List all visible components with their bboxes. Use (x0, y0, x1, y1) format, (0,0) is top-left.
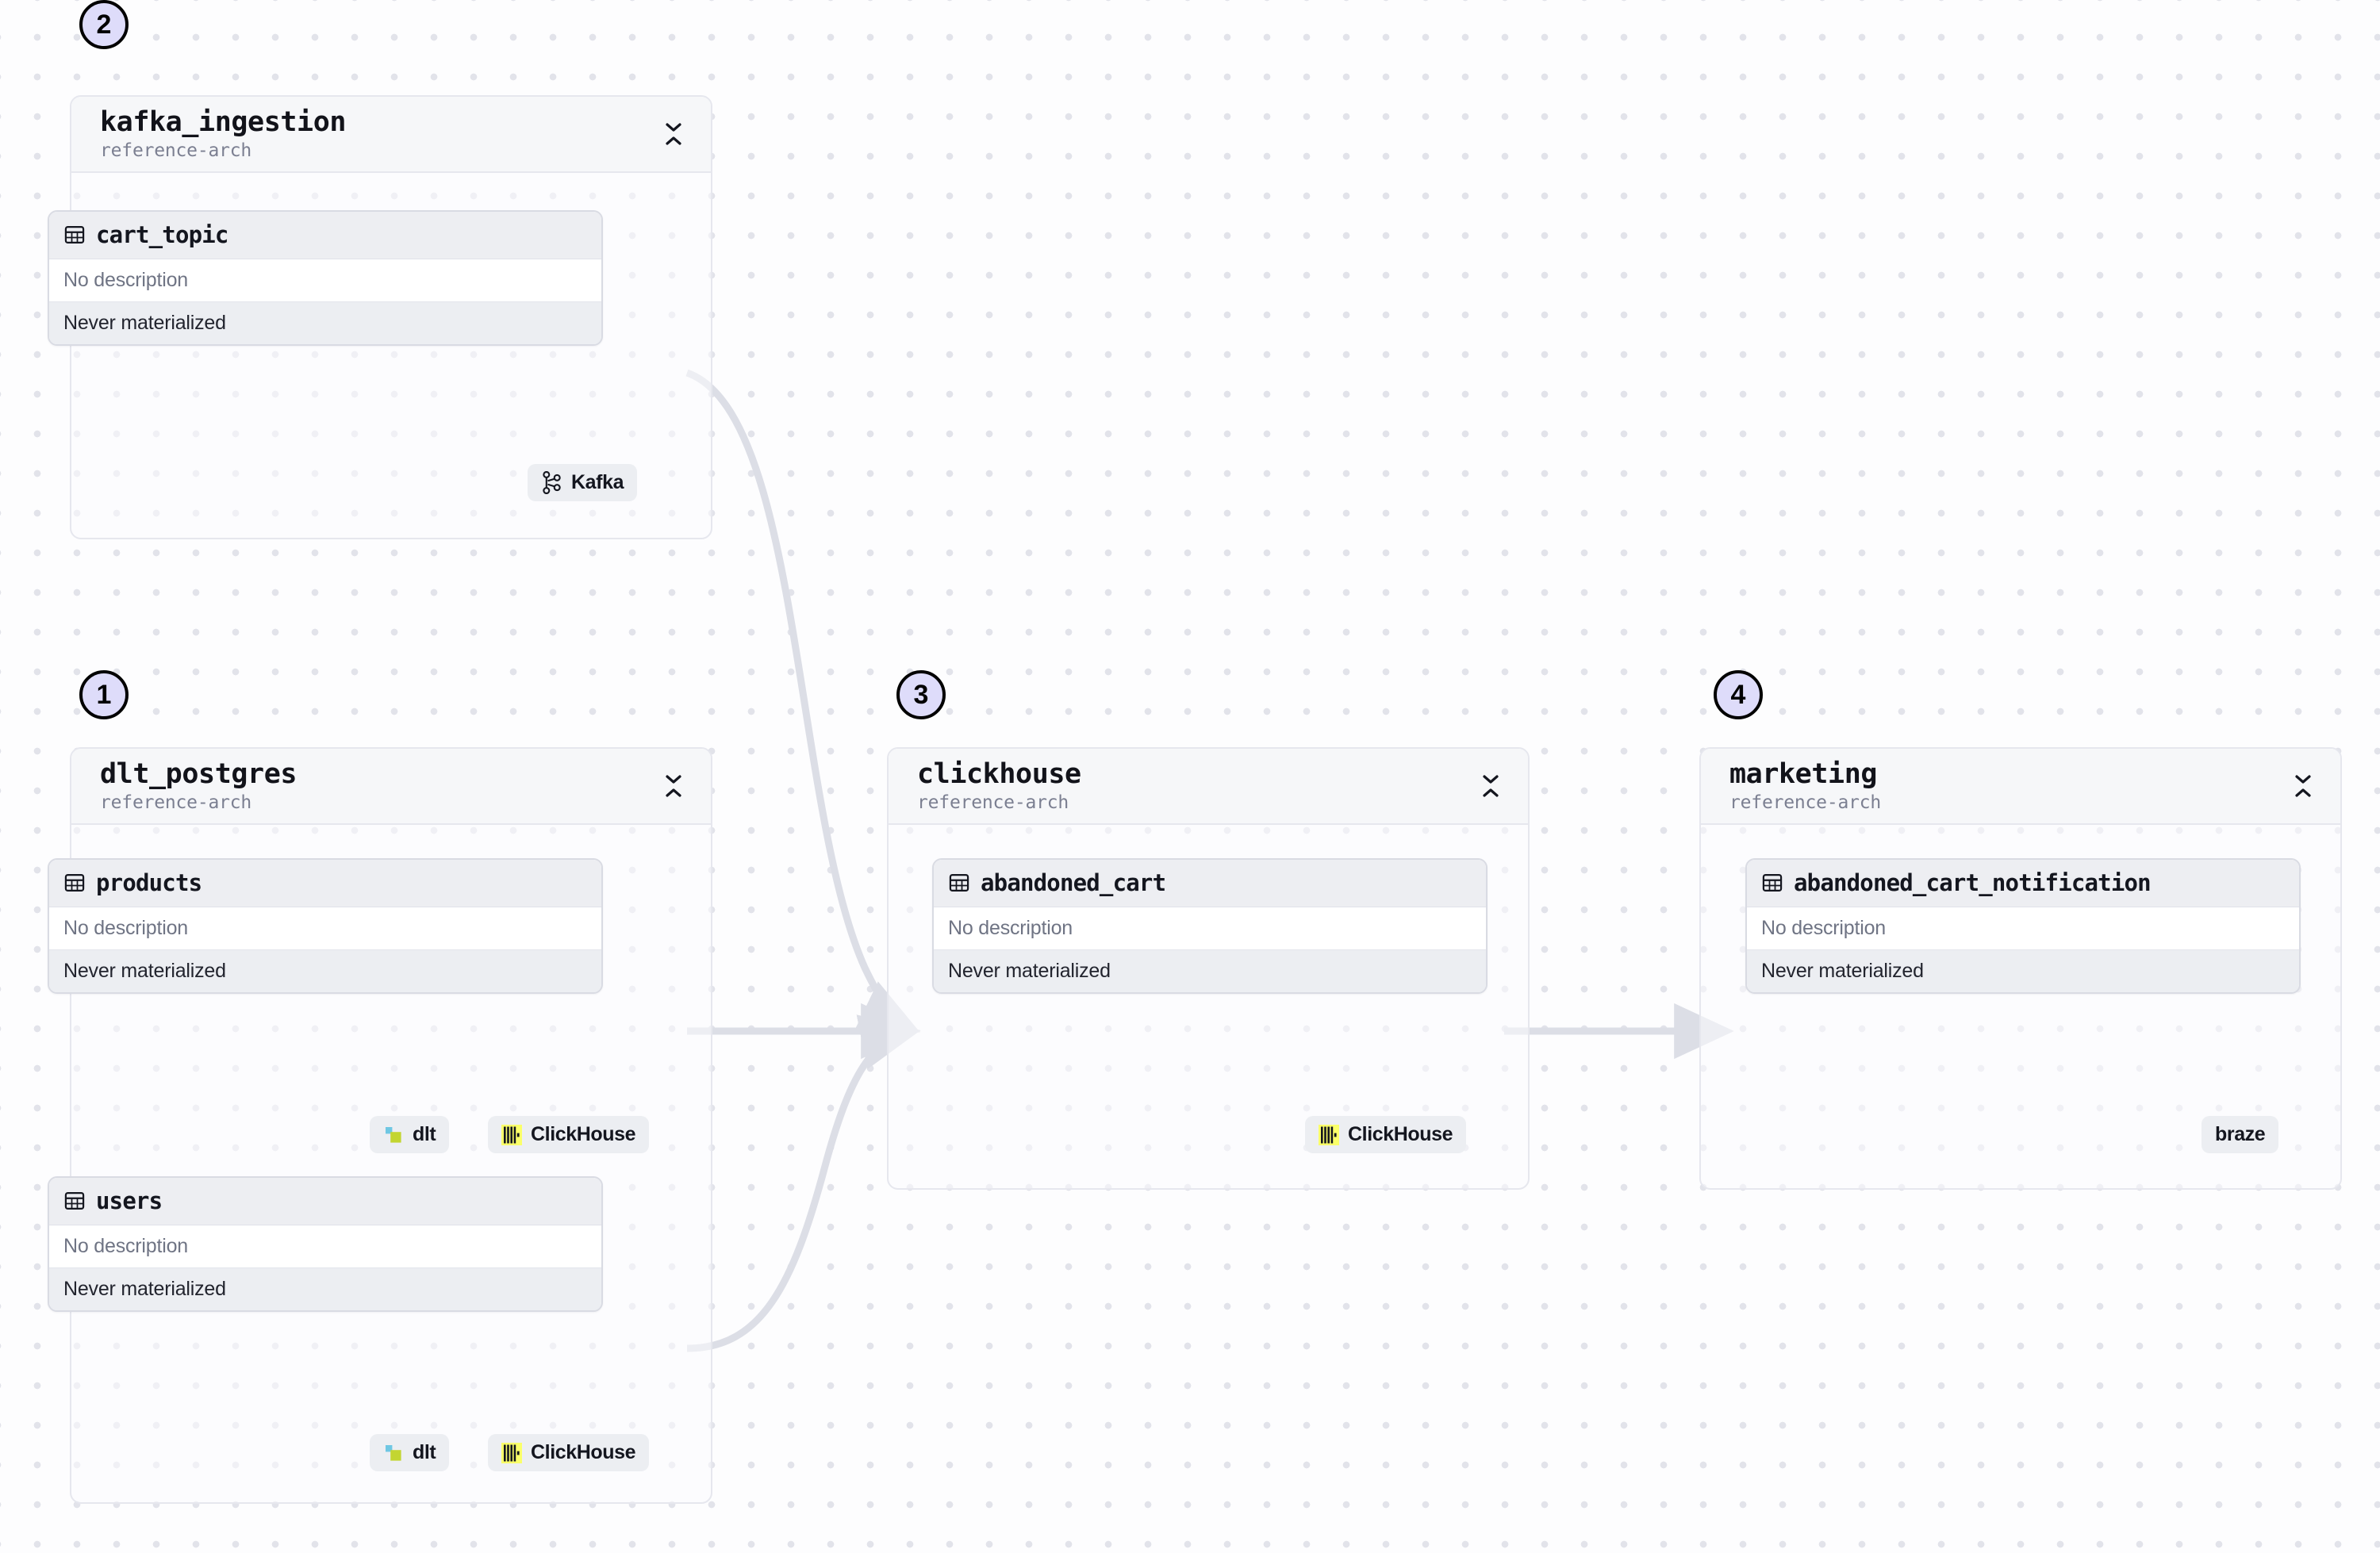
badge-row: dlt (370, 1116, 450, 1153)
chevron-down-icon (2295, 775, 2311, 784)
group-title: dlt_postgres (100, 757, 298, 790)
step-badge-1: 1 (79, 670, 129, 719)
asset-node-header[interactable]: abandoned_cart (934, 860, 1486, 907)
asset-node-header[interactable]: users (49, 1178, 601, 1225)
chevron-up-icon (666, 136, 681, 145)
chevron-up-icon (1483, 788, 1499, 797)
asset-node-materialization: Never materialized (934, 949, 1486, 992)
integration-badge-clickhouse[interactable]: ClickHouse (488, 1434, 650, 1471)
collapse-toggle-button[interactable] (660, 118, 687, 150)
collapse-toggle-button[interactable] (1477, 770, 1504, 802)
asset-node-description: No description (49, 259, 601, 301)
badge-row: braze (2202, 1116, 2279, 1153)
step-badge-2: 2 (79, 0, 129, 49)
integration-badge-label: dlt (413, 1123, 436, 1145)
asset-node-header[interactable]: abandoned_cart_notification (1747, 860, 2299, 907)
asset-node-description: No description (49, 907, 601, 949)
badge-row: ClickHouse (488, 1434, 650, 1471)
chevron-up-icon (666, 788, 681, 797)
chevron-down-icon (666, 123, 681, 132)
chevron-down-icon (666, 775, 681, 784)
group-title: kafka_ingestion (100, 105, 347, 138)
asset-node-name: abandoned_cart_notification (1794, 869, 2152, 896)
integration-badge-label: ClickHouse (531, 1123, 636, 1145)
group-subtitle: reference-arch (917, 792, 1069, 814)
integration-badge-dlt[interactable]: dlt (370, 1116, 450, 1153)
clickhouse-logo-icon (1319, 1124, 1339, 1145)
asset-node-materialization: Never materialized (49, 301, 601, 344)
asset-node-header[interactable]: products (49, 860, 601, 907)
asset-node-header[interactable]: cart_topic (49, 212, 601, 259)
integration-badge-dlt[interactable]: dlt (370, 1434, 450, 1471)
table-icon (64, 873, 85, 892)
badge-row: dlt (370, 1434, 450, 1471)
dlt-logo-icon (386, 1444, 401, 1461)
dlt-logo-icon (386, 1126, 401, 1143)
badge-row: Kafka (528, 464, 638, 501)
integration-badge-label: Kafka (571, 471, 624, 493)
integration-badge-label: ClickHouse (531, 1441, 636, 1463)
table-icon (64, 225, 85, 244)
edge-cart-topic-to-abandoned-cart (685, 369, 920, 1033)
asset-node-description: No description (934, 907, 1486, 949)
step-badge-3: 3 (896, 670, 946, 719)
badge-row: ClickHouse (1305, 1116, 1467, 1153)
integration-badge-label: braze (2215, 1123, 2266, 1145)
integration-badge-kafka[interactable]: Kafka (528, 464, 638, 501)
collapse-toggle-button[interactable] (2290, 770, 2317, 802)
asset-node-name: products (96, 869, 202, 896)
asset-node-materialization: Never materialized (49, 1267, 601, 1310)
integration-badge-clickhouse[interactable]: ClickHouse (488, 1116, 650, 1153)
table-icon (64, 1191, 85, 1210)
asset-node-name: users (96, 1187, 163, 1214)
kafka-logo-icon (543, 471, 561, 494)
integration-badge-clickhouse[interactable]: ClickHouse (1305, 1116, 1467, 1153)
table-icon (949, 873, 969, 892)
asset-node-materialization: Never materialized (1747, 949, 2299, 992)
clickhouse-logo-icon (501, 1442, 522, 1463)
asset-node-name: cart_topic (96, 221, 228, 248)
table-icon (1762, 873, 1783, 892)
edge-users-to-abandoned-cart (686, 1014, 921, 1352)
group-title: clickhouse (917, 757, 1081, 790)
step-badge-4: 4 (1714, 670, 1763, 719)
group-subtitle: reference-arch (1729, 792, 1882, 814)
badge-row: ClickHouse (488, 1116, 650, 1153)
chevron-up-icon (2295, 788, 2311, 797)
chevron-down-icon (1483, 775, 1499, 784)
group-subtitle: reference-arch (100, 140, 252, 162)
collapse-toggle-button[interactable] (660, 770, 687, 802)
integration-badge-label: ClickHouse (1348, 1123, 1453, 1145)
asset-node-materialization: Never materialized (49, 949, 601, 992)
integration-badge-label: dlt (413, 1441, 436, 1463)
integration-badge-braze[interactable]: braze (2202, 1116, 2279, 1153)
asset-node-description: No description (1747, 907, 2299, 949)
group-title: marketing (1729, 757, 1878, 790)
asset-node-abandoned_cart_notification[interactable]: abandoned_cart_notification No descriptio… (1745, 858, 2301, 994)
asset-node-description: No description (49, 1225, 601, 1267)
clickhouse-logo-icon (501, 1124, 522, 1145)
asset-node-name: abandoned_cart (981, 869, 1166, 896)
group-subtitle: reference-arch (100, 792, 252, 814)
